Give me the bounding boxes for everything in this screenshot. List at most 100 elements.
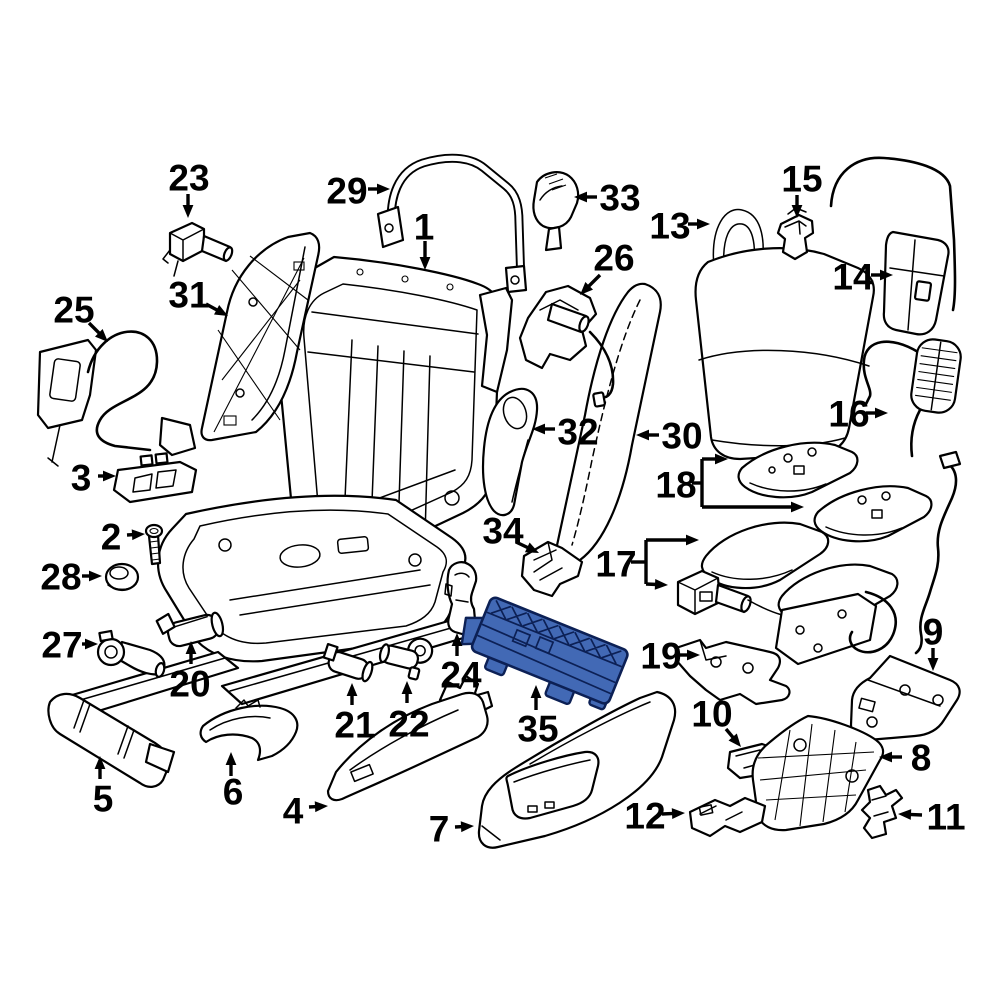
part-5-trim-strip [47,692,176,788]
callout-arrow-icon [697,218,710,230]
callout-label-18: 18 [655,464,696,505]
callout-27: 27 [41,624,98,665]
callout-3: 3 [71,457,116,498]
callout-1: 1 [414,206,435,270]
callout-arrow-icon [131,529,145,541]
callout-4: 4 [283,790,328,831]
callout-label-5: 5 [93,778,114,819]
part-26-latch [518,284,615,408]
callout-arrow-icon [460,821,474,833]
callout-label-29: 29 [326,170,367,211]
part-16-lumbar-pad [862,338,962,458]
callout-label-25: 25 [53,289,94,330]
callout-arrow-icon [85,638,98,650]
callout-label-1: 1 [414,206,435,247]
callout-label-28: 28 [40,556,81,597]
callout-6: 6 [223,752,244,812]
callout-label-21: 21 [334,704,375,745]
callout-arrow-icon [182,205,194,218]
callout-arrow-icon [377,183,390,195]
callout-20: 20 [169,641,211,704]
part-27-motor [96,629,166,678]
part-31-side-panel [200,231,321,442]
callout-arrow-icon [880,269,893,281]
callout-arrow-icon [927,658,939,671]
callout-label-33: 33 [599,177,640,218]
part-17-cushion-pads [676,450,962,666]
callout-arrow-icon [94,328,108,342]
callout-13: 13 [649,205,710,246]
callout-8: 8 [879,737,931,778]
callout-label-3: 3 [71,457,92,498]
callout-arrow-icon [451,633,463,646]
callout-label-27: 27 [41,624,82,665]
callout-11: 11 [898,796,966,837]
callout-arrow-icon [214,305,228,316]
callout-24: 24 [440,633,482,695]
callout-12: 12 [624,795,685,836]
callout-label-11: 11 [926,796,965,837]
callout-arrow-icon [314,801,328,813]
callout-arrow-icon [530,685,542,698]
callout-arrow-icon [791,205,803,218]
part-8-grid-panel [751,714,885,832]
callout-label-26: 26 [593,237,634,278]
callout-label-14: 14 [832,256,874,297]
callout-arrow-icon [671,808,685,819]
callout-arrow-icon [687,649,700,661]
callout-2: 2 [101,516,145,557]
callout-label-23: 23 [168,157,209,198]
callout-arrow-icon [225,752,237,765]
callout-label-9: 9 [923,611,944,652]
callout-label-35: 35 [517,708,558,749]
callout-7: 7 [429,808,474,849]
part-4-side-trim [326,674,494,802]
callout-31: 31 [168,274,228,316]
callout-arrow-icon [103,470,116,482]
callout-label-31: 31 [168,274,209,315]
callout-label-10: 10 [691,693,732,734]
part-19-support [674,638,791,706]
callout-33: 33 [574,177,641,218]
callout-19: 19 [640,635,700,676]
callout-label-32: 32 [557,411,598,452]
callout-26: 26 [580,237,635,295]
callout-label-4: 4 [283,790,304,831]
callout-arrow-icon [879,751,892,763]
callout-34: 34 [482,510,539,553]
part-15-bracket [776,207,815,261]
part-32-belt-guide [481,387,539,517]
callout-23: 23 [168,157,210,218]
callout-35: 35 [517,685,559,749]
callout-arrow-icon [686,534,699,546]
part-14-pocket [829,156,957,336]
part-29-headrest-bar [376,153,528,294]
callout-32: 32 [532,411,599,452]
callout-17: 17 [595,534,699,590]
callout-label-12: 12 [624,795,665,836]
callout-label-22: 22 [388,703,429,744]
callout-label-17: 17 [595,543,636,584]
callout-18: 18 [655,453,804,513]
callout-25: 25 [53,289,108,342]
callout-14: 14 [832,256,893,297]
callout-arrow-icon [654,579,668,590]
part-20-motor [155,611,225,648]
callout-22: 22 [388,681,430,744]
callout-label-2: 2 [101,516,122,557]
callout-label-20: 20 [169,663,210,704]
callout-label-24: 24 [440,654,482,695]
callout-arrow-icon [636,429,649,441]
part-6-trim-cover [199,699,299,762]
part-34-bracket [520,540,584,598]
callout-arrow-icon [715,453,728,465]
part-12-mount [688,796,767,838]
callout-label-8: 8 [911,737,932,778]
callout-label-6: 6 [223,771,244,812]
callout-16: 16 [828,393,888,434]
callout-arrow-icon [875,407,888,419]
callout-label-7: 7 [429,808,450,849]
callout-arrow-icon [419,257,431,270]
